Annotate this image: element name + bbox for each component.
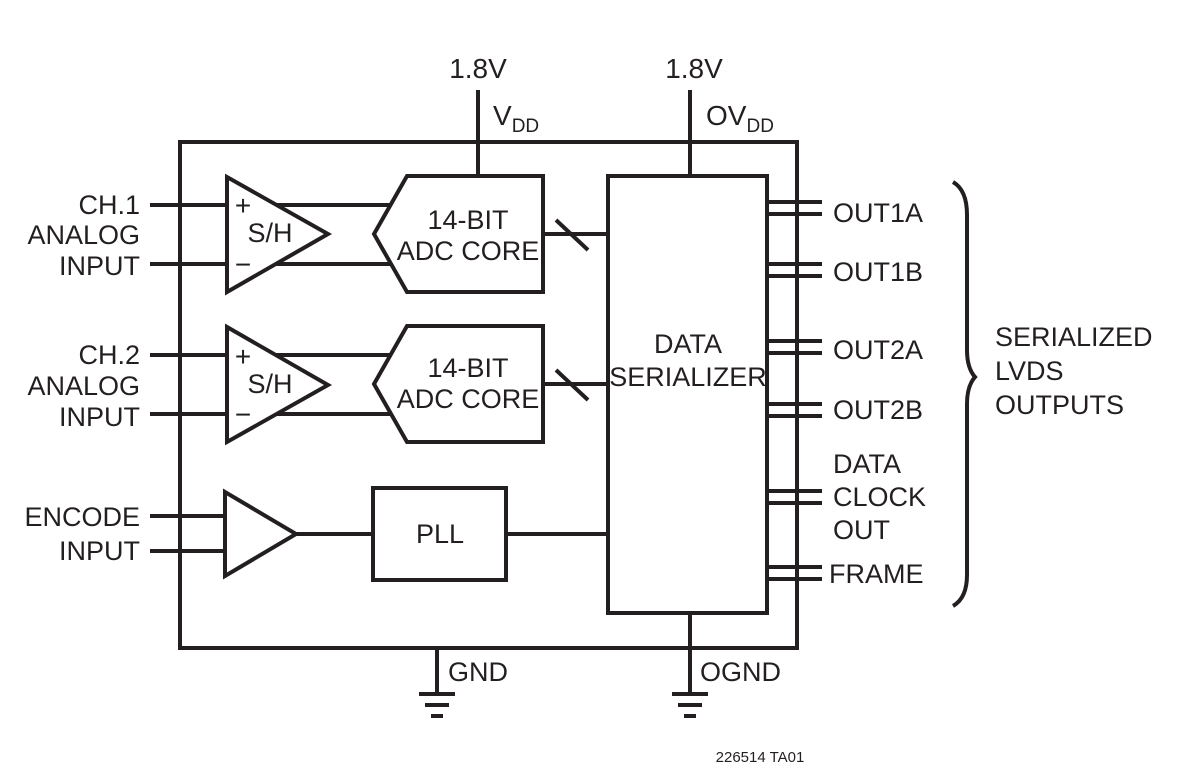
output-pins [767, 200, 822, 581]
out1a-label: OUT1A [833, 198, 923, 228]
ch2-label-line2: ANALOG [27, 371, 140, 401]
adc1-bus-slash [554, 218, 590, 252]
data-serializer-block [606, 174, 769, 615]
adc1-label-line2: ADC CORE [397, 236, 540, 266]
adc2-bus-slash [554, 368, 590, 402]
gnd-label: GND [448, 657, 508, 687]
group-label-line3: OUTPUTS [995, 390, 1124, 420]
group-label-line2: LVDS [995, 356, 1064, 386]
vdd-label: VDD [493, 100, 539, 137]
encode-buffer [223, 488, 300, 580]
chip-outline [178, 140, 799, 650]
out2a-label: OUT2A [833, 335, 923, 365]
out1b-label: OUT1B [833, 257, 923, 287]
adc2-label-line1: 14-BIT [427, 353, 508, 383]
sh1-minus: − [235, 249, 251, 280]
ch2-label-line3: INPUT [59, 402, 140, 432]
serializer-label-line2: SERIALIZER [609, 362, 767, 392]
pll-block [371, 486, 508, 582]
sh1-plus: + [235, 190, 251, 221]
ch1-label-line3: INPUT [59, 251, 140, 281]
adc2-label-line2: ADC CORE [397, 384, 540, 414]
sh2-label: S/H [247, 369, 292, 399]
group-label-line1: SERIALIZED [995, 322, 1153, 352]
sh2-amplifier [225, 323, 333, 446]
adc1-label-line1: 14-BIT [427, 205, 508, 235]
out2b-label: OUT2B [833, 395, 923, 425]
ovdd-label: OVDD [706, 100, 774, 137]
serializer-label-line1: DATA [654, 329, 722, 359]
figure-id: 226514 TA01 [716, 749, 805, 766]
ch1-label-line1: CH.1 [78, 190, 140, 220]
clock-label-line1: DATA [833, 449, 901, 479]
encode-label-line1: ENCODE [24, 502, 140, 532]
sh1-amplifier [225, 173, 333, 296]
sh2-plus: + [235, 341, 251, 372]
ch1-label-line2: ANALOG [27, 220, 140, 250]
pll-label: PLL [416, 519, 464, 549]
ch2-label-line1: CH.2 [78, 340, 140, 370]
adc1-core [371, 174, 545, 294]
ovdd-voltage: 1.8V [665, 53, 723, 84]
sh1-label: S/H [247, 218, 292, 248]
sh2-minus: − [235, 399, 251, 430]
clock-label-line2: CLOCK [833, 482, 926, 512]
ognd-label: OGND [700, 657, 781, 687]
frame-label: FRAME [829, 559, 924, 589]
encode-label-line2: INPUT [59, 536, 140, 566]
adc2-core [371, 324, 545, 444]
clock-label-line3: OUT [833, 515, 890, 545]
vdd-voltage: 1.8V [449, 53, 507, 84]
output-group-brace [951, 180, 978, 608]
